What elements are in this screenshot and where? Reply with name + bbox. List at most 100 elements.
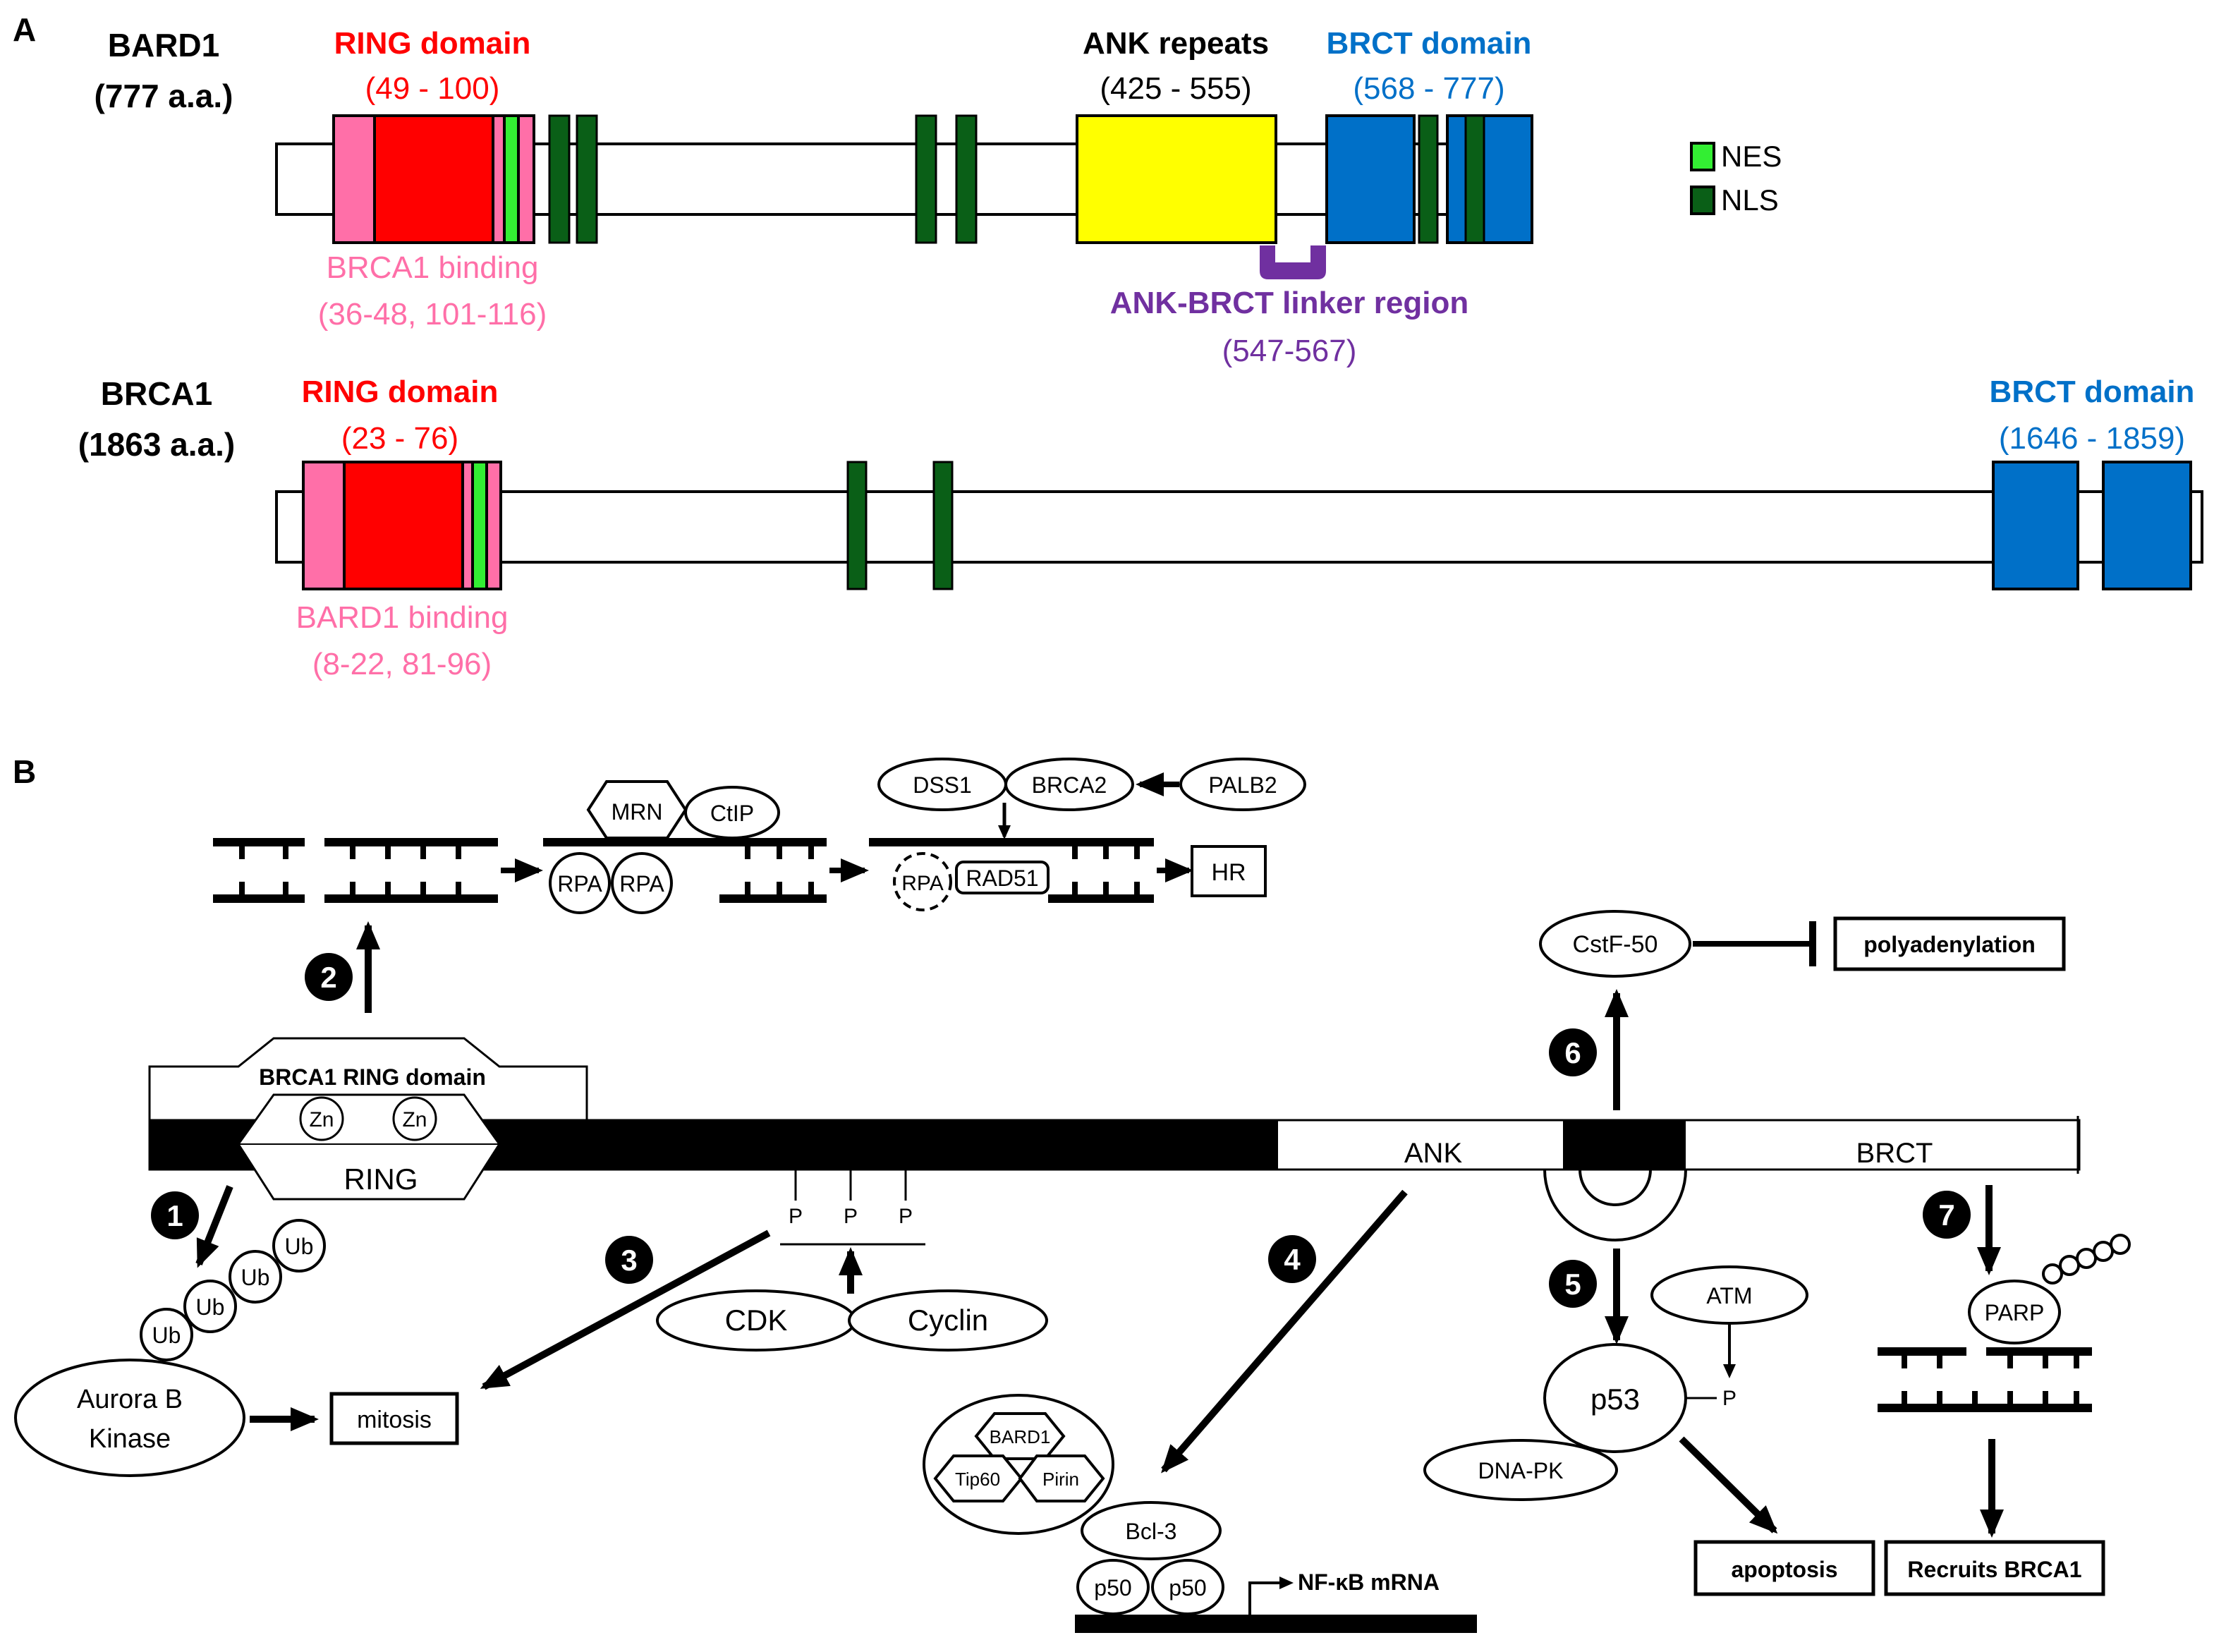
brca1-brct-1 bbox=[1992, 461, 2079, 590]
ub-2-label: Ub bbox=[196, 1294, 225, 1320]
step-3-arrow bbox=[480, 1229, 771, 1390]
parp bbox=[1968, 1280, 2061, 1344]
brca1-brct-2 bbox=[2102, 461, 2192, 590]
cyclin-label: Cyclin bbox=[908, 1304, 988, 1337]
cstf-50 bbox=[1539, 910, 1691, 978]
bard1-nes bbox=[503, 114, 520, 244]
rad51-label: RAD51 bbox=[966, 866, 1038, 891]
step-1-arrow bbox=[195, 1185, 233, 1268]
dna-intact bbox=[213, 838, 498, 903]
palb2-label: PALB2 bbox=[1208, 772, 1277, 798]
brca2-label: BRCA2 bbox=[1032, 772, 1107, 798]
bcl3-label: Bcl-3 bbox=[1126, 1519, 1177, 1544]
bard1-brct-title: BRCT domain bbox=[1327, 26, 1532, 61]
apoptosis-box bbox=[1693, 1540, 1875, 1596]
brca1-nes bbox=[471, 461, 488, 590]
legend: NES NLS bbox=[1690, 140, 1782, 217]
step-3-badge bbox=[605, 1236, 653, 1284]
panel-a-label: A bbox=[13, 11, 36, 48]
mrn-complex bbox=[586, 780, 688, 839]
zn-1-label: Zn bbox=[309, 1108, 334, 1131]
bard1-ring-title: RING domain bbox=[334, 26, 531, 61]
step-6-badge bbox=[1549, 1028, 1597, 1076]
brca1-bard1-binding-left bbox=[302, 461, 346, 590]
ctip-label: CtIP bbox=[710, 801, 754, 826]
parp-label: PARP bbox=[1985, 1300, 2045, 1325]
nfkb-mrna-label: NF-κB mRNA bbox=[1298, 1569, 1440, 1595]
bard1-hex-label: BARD1 bbox=[990, 1426, 1051, 1447]
linker-inner-arc bbox=[1579, 1169, 1652, 1206]
dss1-label: DSS1 bbox=[913, 772, 972, 798]
bard1-ank-repeats bbox=[1076, 114, 1277, 244]
ctip bbox=[684, 786, 780, 839]
rpa-displaced-label: RPA bbox=[901, 872, 943, 895]
linker-outer-arc bbox=[1543, 1169, 1687, 1241]
bard1-name: BARD1 bbox=[108, 27, 219, 63]
aurora-b-kinase bbox=[14, 1359, 245, 1477]
brca1-ring-domain bbox=[343, 461, 464, 590]
rpa-1-label: RPA bbox=[557, 871, 602, 897]
legend-nls-swatch bbox=[1690, 186, 1715, 215]
step-badges: 1 2 3 4 5 6 7 bbox=[151, 953, 1971, 1308]
bard1-ank-title: ANK repeats bbox=[1083, 26, 1269, 61]
mrn-label: MRN bbox=[612, 799, 663, 825]
brca1-brct-range: (1646 - 1859) bbox=[1999, 421, 2185, 456]
palb2 bbox=[1179, 758, 1306, 811]
rpa-2-label: RPA bbox=[619, 871, 664, 897]
bard1-length: (777 a.a.) bbox=[95, 78, 233, 114]
apoptosis-label: apoptosis bbox=[1731, 1557, 1837, 1582]
ub-3-label: Ub bbox=[241, 1265, 270, 1290]
brca1-binding-range: (8-22, 81-96) bbox=[312, 647, 492, 681]
dna-pk-label: DNA-PK bbox=[1478, 1458, 1564, 1483]
hr-box bbox=[1191, 845, 1267, 897]
bard1-binding-title: BRCA1 binding bbox=[327, 250, 539, 285]
legend-nls-label: NLS bbox=[1721, 183, 1779, 217]
brca1-ring-domain-box: BRCA1 RING domain bbox=[148, 1037, 588, 1120]
mitosis-label: mitosis bbox=[357, 1407, 432, 1433]
bard1-brca1-binding-left bbox=[332, 114, 376, 244]
mitosis-box bbox=[329, 1392, 459, 1445]
p53-to-apoptosis-arrow bbox=[1679, 1436, 1778, 1534]
hr-label: HR bbox=[1211, 859, 1246, 886]
phospho-2: P bbox=[844, 1205, 858, 1228]
bard1-nls-5 bbox=[1418, 114, 1439, 244]
atm-label: ATM bbox=[1706, 1283, 1752, 1308]
dna-pk bbox=[1423, 1439, 1618, 1501]
dna-resected bbox=[543, 838, 827, 903]
step-4-badge bbox=[1268, 1235, 1316, 1283]
brca1-length: (1863 a.a.) bbox=[78, 426, 235, 463]
brca1-brct-title: BRCT domain bbox=[1990, 375, 2195, 409]
step-7-badge bbox=[1923, 1191, 1971, 1239]
bard1-brct-1 bbox=[1325, 114, 1416, 244]
bard1-nls-2 bbox=[576, 114, 598, 244]
brca1-domain-map bbox=[275, 461, 2203, 590]
bard1-nls-6 bbox=[1464, 114, 1485, 244]
tip60-hexagon bbox=[933, 1454, 1023, 1502]
ub-4 bbox=[272, 1219, 326, 1273]
hr-pathway: MRN CtIP RPA RPA DSS1 BRCA2 PALB2 RPA RA… bbox=[213, 758, 1306, 914]
brca1-ring-title: RING domain bbox=[302, 375, 499, 409]
step-5-p53: ATM p53 P DNA-PK apoptosis bbox=[1423, 1249, 1875, 1596]
zn-1 bbox=[299, 1096, 344, 1141]
dna-rad51 bbox=[869, 838, 1154, 903]
zn-2-label: Zn bbox=[402, 1108, 427, 1131]
step-3-phosphorylation: P P P CDK Cyclin bbox=[480, 1170, 1048, 1390]
step-6-cstf: CstF-50 polyadenylation bbox=[1539, 910, 2066, 1110]
p50-1 bbox=[1076, 1559, 1150, 1615]
bard1-linker-segment bbox=[1563, 1120, 1686, 1170]
polyadenylation-label: polyadenylation bbox=[1863, 932, 2036, 957]
step-5-number: 5 bbox=[1564, 1268, 1581, 1301]
bard1-nls-4 bbox=[955, 114, 978, 244]
panel-b-label: B bbox=[13, 753, 36, 790]
bard1-binding-range: (36-48, 101-116) bbox=[318, 297, 547, 332]
step-5-badge bbox=[1549, 1260, 1597, 1308]
recruits-brca1-box bbox=[1884, 1540, 2105, 1596]
brca1-bard1-binding-right bbox=[461, 461, 474, 590]
p53-phospho: P bbox=[1722, 1387, 1736, 1410]
rpa-2 bbox=[611, 852, 673, 914]
cdk-label: CDK bbox=[725, 1304, 788, 1337]
legend-nes-label: NES bbox=[1721, 140, 1782, 173]
ub-3 bbox=[229, 1250, 282, 1304]
brca1-binding-edge bbox=[485, 461, 502, 590]
step-4-number: 4 bbox=[1284, 1243, 1301, 1276]
